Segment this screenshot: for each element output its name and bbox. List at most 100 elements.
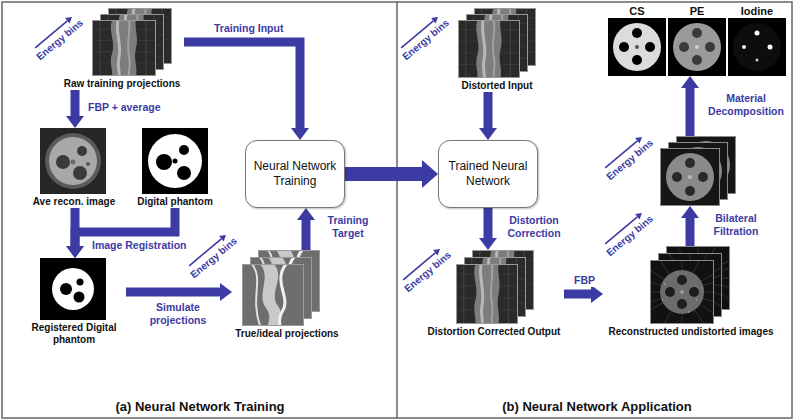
arrow-head	[291, 128, 309, 140]
image-area	[728, 18, 786, 76]
panel-caption: (b) Neural Network Application	[499, 399, 694, 415]
corrected-output-stack	[456, 250, 534, 324]
flow-arrow	[126, 283, 232, 301]
arrow-head	[297, 208, 315, 220]
arrow-shaft	[71, 90, 80, 116]
arrow-head	[681, 76, 699, 88]
arrow-head	[422, 160, 438, 188]
reconstructed-image-stack	[650, 246, 730, 324]
arrow-label: Image Registration	[90, 239, 189, 252]
axis-label: Energy bins	[188, 235, 240, 281]
flow-arrow	[479, 208, 497, 250]
arrow-label: Material Decomposition	[702, 92, 790, 117]
flow-arrow	[681, 76, 699, 136]
arrow-head	[66, 116, 84, 128]
raw-projection-stack	[92, 8, 172, 76]
image-area	[608, 18, 666, 76]
arrow-head	[591, 285, 603, 303]
cs-image	[608, 18, 666, 76]
axis-label: Energy bins	[400, 17, 452, 63]
arrow-head	[681, 206, 699, 218]
iodine-image	[728, 18, 786, 76]
arrow-label: Training Target	[318, 214, 378, 239]
arrow-shaft	[302, 220, 311, 250]
image-caption: Distorted Input	[452, 78, 542, 92]
process-box: Neural Network Training	[245, 140, 345, 208]
arrow-head	[479, 238, 497, 250]
box-label: Trained Neural Network	[445, 159, 531, 189]
arrow-head	[66, 246, 84, 258]
image-panel: Iodine	[728, 4, 786, 76]
image-area	[656, 136, 740, 206]
image-caption: Reconstructed undistorted images	[603, 324, 779, 338]
filtered-image-stack	[660, 136, 736, 206]
arrow-label: FBP + average	[86, 101, 162, 114]
arrow-label: Bilateral Filtration	[702, 212, 770, 237]
arrow-head	[66, 246, 84, 258]
panel-divider	[396, 2, 398, 418]
arrow-head	[220, 283, 232, 301]
average-recon-image	[40, 128, 106, 194]
arrow-head	[479, 128, 497, 140]
box-label: Neural Network Training	[252, 159, 338, 189]
image-caption: Digital phantom	[130, 194, 220, 208]
flow-arrow	[66, 90, 84, 128]
flow-arrow	[184, 42, 309, 140]
arrow-shaft	[345, 167, 422, 181]
image-caption: CS	[608, 4, 666, 18]
image-panel: Energy binsDistortion Corrected Output	[424, 250, 564, 338]
image-panel: Digital phantom	[130, 128, 220, 208]
arrow-shaft	[126, 288, 220, 297]
distorted-input-stack	[458, 8, 536, 78]
arrow-label: Distortion Correction	[500, 214, 568, 239]
arrow-shaft	[686, 88, 695, 136]
image-caption: Raw training projections	[60, 76, 184, 90]
arrow-shaft	[184, 42, 300, 128]
flow-arrow	[345, 160, 438, 188]
image-panel: PE	[668, 4, 726, 76]
image-area	[22, 258, 126, 320]
image-panel: Energy bins	[656, 136, 740, 206]
arrow-shaft	[484, 208, 493, 238]
image-area	[130, 128, 220, 194]
image-panel: Ave recon. image	[26, 128, 122, 208]
registered-phantom-image	[40, 258, 106, 320]
axis-label: Energy bins	[34, 17, 86, 63]
image-panel: Energy binsDistorted Input	[452, 8, 542, 92]
arrow-shaft	[686, 218, 695, 246]
panel-caption: (a) Neural Network Training	[112, 399, 287, 415]
image-panel: Energy binsTrue/ideal projections	[232, 250, 342, 340]
pe-image	[668, 18, 726, 76]
axis-label: Energy bins	[604, 137, 656, 183]
image-area	[668, 18, 726, 76]
image-panel: Energy binsRaw training projections	[60, 8, 184, 90]
process-box: Trained Neural Network	[438, 140, 538, 208]
image-caption: True/ideal projections	[232, 326, 342, 340]
arrow-label: Simulate projections	[140, 301, 216, 326]
image-area	[603, 246, 779, 324]
ideal-projection-stack	[242, 250, 320, 326]
digital-phantom-image	[142, 128, 208, 194]
arrow-label: FBP	[572, 274, 597, 287]
arrow-shaft	[484, 92, 493, 128]
axis-label: Energy bins	[402, 249, 454, 295]
image-caption: Distortion Corrected Output	[424, 324, 564, 338]
image-panel: CS	[608, 4, 666, 76]
flow-arrow	[479, 92, 497, 140]
image-area	[26, 128, 122, 194]
image-area	[232, 250, 342, 326]
flow-arrow	[681, 206, 699, 246]
image-area	[452, 8, 542, 78]
arrow-shaft	[564, 290, 591, 299]
arrow-label: Training Input	[212, 22, 285, 35]
image-caption: Iodine	[728, 4, 786, 18]
image-panel: Energy binsReconstructed undistorted ima…	[603, 246, 779, 338]
image-panel: Registered Digital phantom	[22, 258, 126, 346]
flow-arrow	[297, 208, 315, 250]
flow-arrow	[564, 285, 603, 303]
image-caption: Registered Digital phantom	[22, 320, 126, 346]
image-caption: PE	[668, 4, 726, 18]
